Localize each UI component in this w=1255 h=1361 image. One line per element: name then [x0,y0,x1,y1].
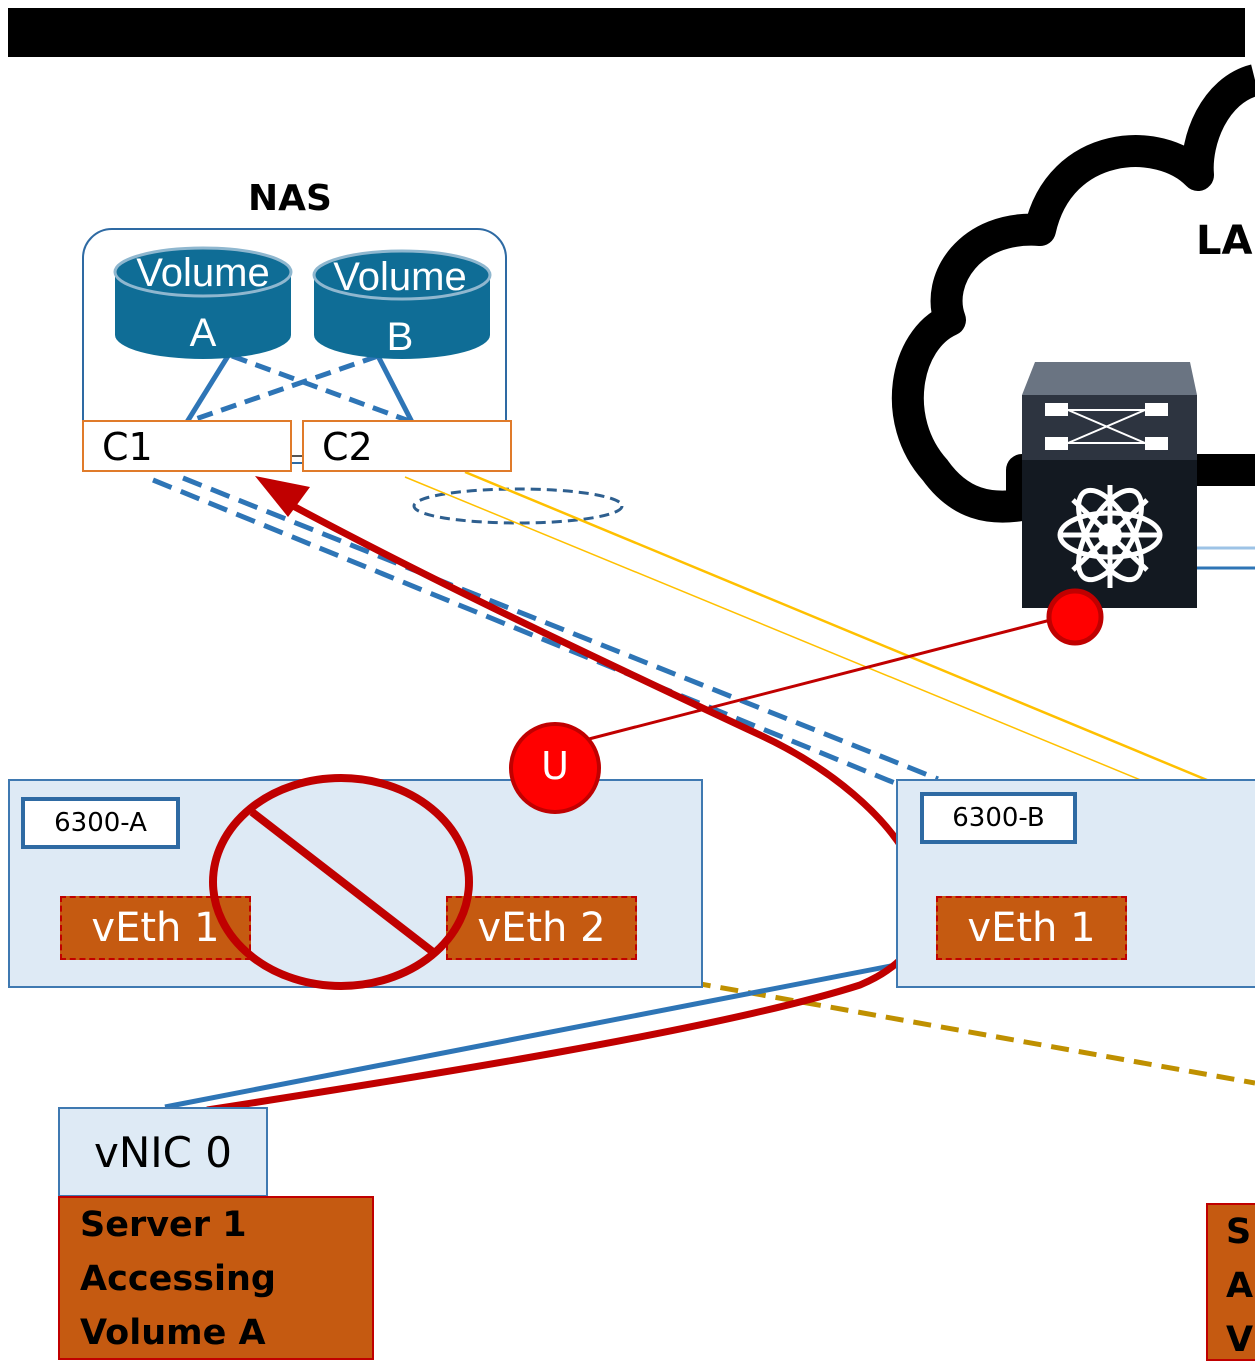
server-2: S A V [1206,1203,1255,1361]
server-1: Server 1 Accessing Volume A [58,1196,374,1360]
top-banner [8,8,1245,57]
controller-c2: C2 [302,420,512,472]
fabric-b-label: 6300-B [920,792,1077,844]
volume-b-icon [312,249,492,359]
volume-b-name: Volume [333,255,466,299]
switch-icon [1022,362,1197,608]
fabric-a-label: 6300-A [21,797,180,849]
vnic-0: vNIC 0 [58,1107,268,1197]
cloud-outline [891,64,1255,523]
nas-internal-links [184,353,415,425]
controller-c1: C1 [82,420,292,472]
server-1-line-2: Accessing [80,1259,276,1299]
switch-port-marker [1046,588,1104,646]
nas-enclosure [82,228,507,464]
server-1-line-1: Server 1 [80,1205,247,1245]
port-channel-ellipse [412,487,624,525]
uplink-marker-label: U [541,744,569,788]
traffic-arrow-head [255,476,310,517]
volume-a-icon [113,246,293,359]
prohibited-icon [209,774,473,990]
nas-title: NAS [248,178,332,219]
volume-a-name: Volume [136,251,269,295]
vnic-link [164,954,938,1110]
uplink-marker-circle [509,722,601,814]
volume-a-letter: A [190,311,217,355]
uplink-line [584,613,1071,742]
cloud-label: LA [1196,218,1253,264]
server-2-line-2: A [1226,1266,1254,1306]
server-2-line-3: V [1226,1320,1254,1360]
server-2-line-1: S [1226,1212,1252,1252]
switch-uplinks [1197,546,1255,570]
fabric-a-veth-2: vEth 2 [446,896,637,960]
server-1-line-3: Volume A [80,1313,266,1353]
fabric-b-veth-1: vEth 1 [936,896,1127,960]
storage-links [152,470,1255,802]
volume-b-letter: B [387,315,414,359]
